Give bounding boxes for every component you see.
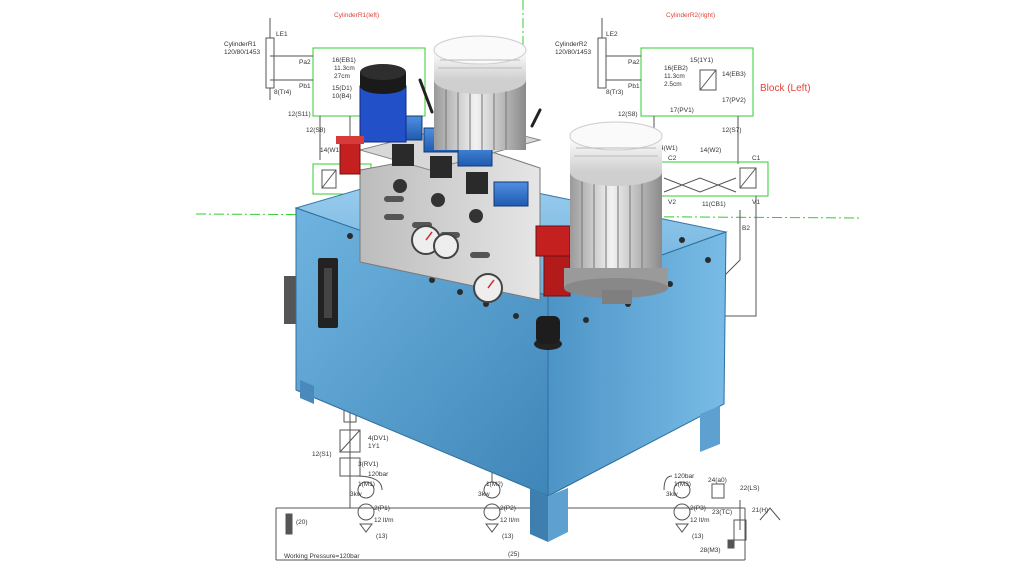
v12a-left-label: 12(S11) <box>288 111 311 118</box>
dv1-label: 4(DV1) <box>368 435 389 442</box>
schematic-labels-top-right: CylinderR2(right) LE2 CylinderR2 120/80/… <box>555 12 811 232</box>
v28-label: 28(M3) <box>700 547 721 554</box>
v4-right-label: 4(W1) <box>660 145 678 152</box>
le2-label: LE2 <box>606 31 618 38</box>
working-pressure-label: Working Pressure=120bar <box>284 553 360 560</box>
electric-motor-back <box>433 35 527 150</box>
kw-right-label: 3kw <box>666 491 678 498</box>
tank-foot-left <box>300 380 314 404</box>
v11-label: 11(CB1) <box>702 201 726 208</box>
v12b-left-label: 12(S8) <box>306 127 326 134</box>
p1-label: 2(P1) <box>374 505 390 512</box>
schematic-labels-top-left: CylinderR1(left) LE1 CylinderR1 120/80/1… <box>224 12 379 154</box>
red-filter-left <box>336 136 364 175</box>
p2-label: 2(P2) <box>500 505 516 512</box>
pressure-left-label: 120bar <box>368 471 389 478</box>
valve-levers <box>418 78 542 128</box>
one-y1-label: 1Y1 <box>368 443 380 450</box>
v16-right-a: 11.3cm <box>664 73 685 80</box>
block-left-label: Block (Left) <box>760 83 811 94</box>
v23-label: 23(TC) <box>712 509 732 516</box>
flow3-label: 12 lt/m <box>690 517 710 524</box>
v12a-right-label: 12(S8) <box>618 111 638 118</box>
cylinder-left-title: CylinderR1(left) <box>334 12 379 19</box>
b2-label: B2 <box>742 225 750 232</box>
kw-mid-label: 3kw <box>478 491 490 498</box>
tank-side <box>547 231 727 497</box>
m1-label: 1(M1) <box>358 481 375 488</box>
filter13-right-label: (13) <box>692 533 704 540</box>
cylinder-r2-label: CylinderR2 <box>555 41 588 48</box>
kw-left-label: 3kw <box>350 491 362 498</box>
pa-right-label: Pa2 <box>628 59 640 66</box>
v21-label: 21(H) <box>752 507 768 514</box>
accumulator <box>359 64 407 143</box>
schematic-labels-bottom: 4(DV1) 1Y1 12(S1) 3(RV1) 120bar 120bar 1… <box>284 435 768 560</box>
cylinder-r1-spec: 120/80/1453 <box>224 49 261 56</box>
v8-left-label: 8(Tr4) <box>274 89 291 96</box>
pa-left-label: Pa2 <box>299 59 311 66</box>
pressure-gauge-icon <box>411 225 503 303</box>
tank-foot-right <box>548 488 568 542</box>
p3-label: 2(P3) <box>690 505 706 512</box>
pb-left-label: Pb1 <box>299 83 311 90</box>
pressure-right-label: 120bar <box>674 473 695 480</box>
filter13-left-label: (13) <box>376 533 388 540</box>
filler-cap <box>536 316 560 344</box>
tank-foot-back <box>700 406 720 452</box>
cylinder-right-title: CylinderR2(right) <box>666 12 715 19</box>
v14-left-label: 14(W1) <box>320 147 341 154</box>
electric-motor-front <box>564 121 668 304</box>
cylinder-r2-spec: 120/80/1453 <box>555 49 592 56</box>
flow1-label: 12 lt/m <box>374 517 394 524</box>
v17b-right-label: 17(PV2) <box>722 97 746 104</box>
v16-left-b: 27cm <box>334 73 350 80</box>
v8-right-label: 8(Tr3) <box>606 89 623 96</box>
v14b-right-label: 14(W2) <box>700 147 721 154</box>
m2-label: 1(M2) <box>486 481 503 488</box>
v14-right-label: 14(EB3) <box>722 71 746 78</box>
v2-label: V2 <box>668 199 676 206</box>
flow2-label: 12 lt/m <box>500 517 520 524</box>
v16-right-label: 16(EB2) <box>664 65 688 72</box>
v16-left-a: 11.3cm <box>334 65 355 72</box>
v25-label: (25) <box>508 551 520 558</box>
c1-label: C1 <box>752 155 761 162</box>
v20-label: (20) <box>296 519 308 526</box>
v12b-right-label: 12(S7) <box>722 127 742 134</box>
v1-label: V1 <box>752 199 760 206</box>
v16-left-label: 16(EB1) <box>332 57 356 64</box>
v17-right-label: 17(PV1) <box>670 107 694 114</box>
v10-left-label: 10(B4) <box>332 93 352 100</box>
v24-label: 24(a0) <box>708 477 727 484</box>
le1-label: LE1 <box>276 31 288 38</box>
filter13-mid-label: (13) <box>502 533 514 540</box>
pb-right-label: Pb1 <box>628 83 640 90</box>
sight-glass-window <box>324 268 332 318</box>
s1-label: 12(S1) <box>312 451 332 458</box>
hydraulic-power-unit <box>284 35 728 542</box>
rv1-label: 3(RV1) <box>358 461 378 468</box>
cylinder-r1-label: CylinderR1 <box>224 41 257 48</box>
v15-left-label: 15(D1) <box>332 85 352 92</box>
v15-right-label: 15(1Y1) <box>690 57 713 64</box>
v22-label: 22(LS) <box>740 485 760 492</box>
m3-label: 1(M3) <box>674 481 691 488</box>
tank-foot-front <box>530 488 548 542</box>
c2-label: C2 <box>668 155 677 162</box>
v16-right-b: 2.5cm <box>664 81 682 88</box>
